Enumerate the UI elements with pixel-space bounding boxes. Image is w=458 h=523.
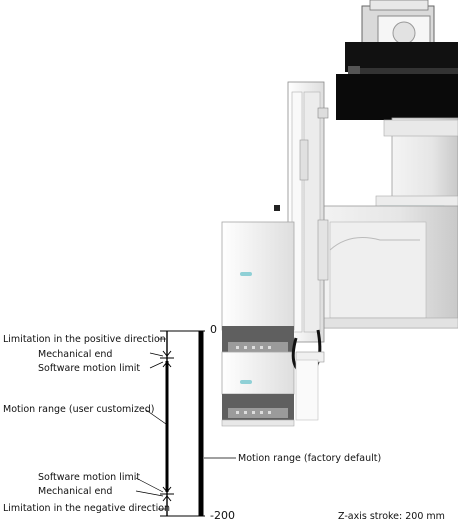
label-software-limit-top: Software motion limit <box>38 363 141 374</box>
label-mechanical-end-top: Mechanical end <box>38 349 113 360</box>
label-motion-range-factory: Motion range (factory default) <box>238 453 382 464</box>
z-spline-shaft <box>221 221 295 427</box>
motor-icon <box>336 0 458 120</box>
z-axis-stroke-note: Z-axis stroke: 200 mm <box>338 511 445 522</box>
z-axis-rail <box>274 81 329 343</box>
label-limit-positive: Limitation in the positive direction <box>3 334 166 345</box>
label-mechanical-end-bottom: Mechanical end <box>38 486 113 497</box>
scale-top-value: 0 <box>210 323 217 336</box>
arrow-up-icon <box>162 361 172 372</box>
arrow-down-icon <box>162 482 172 493</box>
arm-housing <box>311 117 458 329</box>
scale-bottom-value: -200 <box>210 509 235 522</box>
label-limit-negative: Limitation in the negative direction <box>3 503 171 514</box>
label-motion-range-user: Motion range (user customized) <box>3 404 155 415</box>
arrow-down-icon <box>162 346 172 357</box>
label-software-limit-bottom: Software motion limit <box>38 472 141 483</box>
arrow-up-icon <box>162 495 172 506</box>
